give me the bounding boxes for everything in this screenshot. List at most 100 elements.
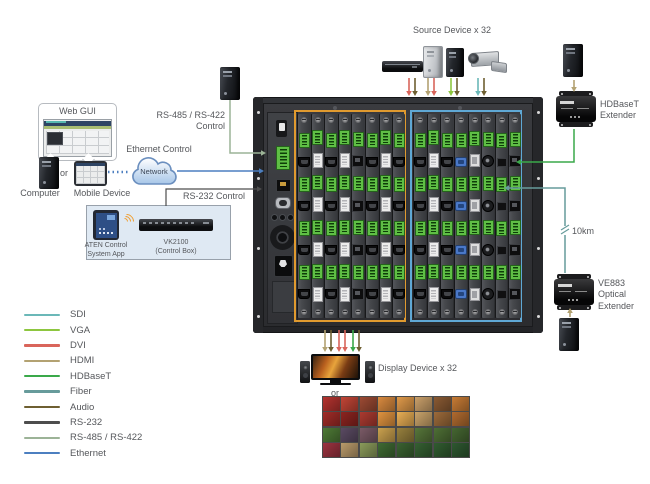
terminal-block-port xyxy=(339,130,350,146)
video-wall-screen xyxy=(433,443,451,457)
io-board xyxy=(366,114,378,318)
vk2100-device-icon xyxy=(139,219,213,231)
video-wall-screen xyxy=(359,412,377,427)
io-board xyxy=(482,114,494,318)
legend-item-sdi: SDI xyxy=(24,307,142,322)
terminal-block-port xyxy=(469,175,480,191)
media-server-ve883-icon xyxy=(559,318,579,351)
screw-icon xyxy=(471,117,478,123)
pc-tower-light-icon xyxy=(423,46,443,78)
terminal-block-port xyxy=(441,220,453,236)
screw-icon xyxy=(417,117,423,123)
dvi-port xyxy=(312,286,323,302)
terminal-block-port xyxy=(428,219,439,235)
wire-arrowhead xyxy=(425,91,431,96)
io-board xyxy=(339,114,350,318)
screw-icon xyxy=(471,308,478,315)
terminal-block-port xyxy=(455,220,467,236)
legend-label: Audio xyxy=(70,401,95,413)
screw-icon xyxy=(369,117,375,123)
hdmi-port xyxy=(366,245,378,256)
screw-icon xyxy=(301,117,307,123)
hdmi-port xyxy=(298,201,310,212)
legend-item-hdbaset: HDBaseT xyxy=(24,369,142,384)
terminal-block-port xyxy=(469,220,480,236)
terminal-block-port xyxy=(325,132,337,148)
distance-label: 10km xyxy=(572,226,595,236)
screw-icon xyxy=(485,308,491,315)
hdmi-port xyxy=(325,289,337,300)
mini-port xyxy=(496,290,507,299)
screw-hole xyxy=(536,111,540,114)
wire-arrowhead xyxy=(406,91,412,96)
screw-icon xyxy=(355,117,361,123)
legend-item-audio: Audio xyxy=(24,399,142,414)
terminal-block-port xyxy=(393,132,405,148)
terminal-block-port xyxy=(298,132,310,148)
video-wall-screen xyxy=(415,443,433,457)
video-wall-screen xyxy=(396,397,414,411)
optical-port xyxy=(482,199,494,212)
wire-arrowhead xyxy=(336,347,342,352)
screw-icon xyxy=(430,308,437,315)
screw-hole xyxy=(256,315,260,318)
mobile-device-label: Mobile Device xyxy=(73,188,131,198)
video-wall-screen xyxy=(433,427,451,442)
io-board xyxy=(441,114,453,318)
rj45-port xyxy=(509,288,521,301)
dp-port xyxy=(469,243,480,257)
io-board xyxy=(380,114,391,318)
legend-swatch xyxy=(24,344,60,347)
video-wall-screen xyxy=(323,443,340,457)
legend-swatch xyxy=(24,313,60,316)
io-board xyxy=(469,114,480,318)
power-switch xyxy=(276,120,287,137)
video-wall-screen xyxy=(341,397,359,411)
hdmi-port xyxy=(366,289,378,300)
hdmi-port xyxy=(441,289,453,300)
output-boards-section xyxy=(294,110,406,322)
speaker-right-icon xyxy=(365,361,375,383)
terminal-block-port xyxy=(414,264,426,280)
video-wall-screen xyxy=(396,427,414,442)
video-wall-screen xyxy=(452,397,469,411)
wire-arrowhead xyxy=(431,91,437,96)
video-wall-screen xyxy=(323,412,340,427)
hdmi-port xyxy=(366,201,378,212)
terminal-block-port xyxy=(455,264,467,280)
dvi-port xyxy=(428,286,439,302)
screw-icon xyxy=(485,117,491,123)
rack-ear-right xyxy=(533,97,543,333)
rj45-port xyxy=(352,243,364,256)
network-cloud: Network xyxy=(129,154,179,192)
screw-hole xyxy=(536,315,540,318)
wire-arrowhead xyxy=(350,347,356,352)
terminal-block-port xyxy=(366,132,378,148)
legend-swatch xyxy=(24,390,60,393)
optical-port xyxy=(482,243,494,256)
rj45-port xyxy=(352,155,364,168)
io-board xyxy=(298,114,310,318)
legend-label: RS-232 xyxy=(70,416,103,428)
hdmi-port xyxy=(366,157,378,168)
legend-label: Ethernet xyxy=(70,447,106,459)
terminal-block-port xyxy=(441,132,453,148)
wire-break xyxy=(560,226,570,235)
terminal-block-port xyxy=(509,220,521,236)
speaker-left-icon xyxy=(300,361,310,383)
screw-icon xyxy=(396,117,402,123)
legend-label: DVI xyxy=(70,339,86,351)
dvi-port xyxy=(312,152,323,168)
rs485-terminal-port xyxy=(276,146,290,170)
media-server-hdbaset-icon xyxy=(563,44,583,77)
source-device-label: Source Device x 32 xyxy=(412,25,492,35)
tv-base xyxy=(320,383,351,385)
io-board xyxy=(455,114,467,318)
hdmi-port xyxy=(441,245,453,256)
legend-label: Fiber xyxy=(70,386,92,398)
video-wall-screen xyxy=(359,443,377,457)
legend-label: SDI xyxy=(70,309,86,321)
video-wall-screen xyxy=(396,412,414,427)
